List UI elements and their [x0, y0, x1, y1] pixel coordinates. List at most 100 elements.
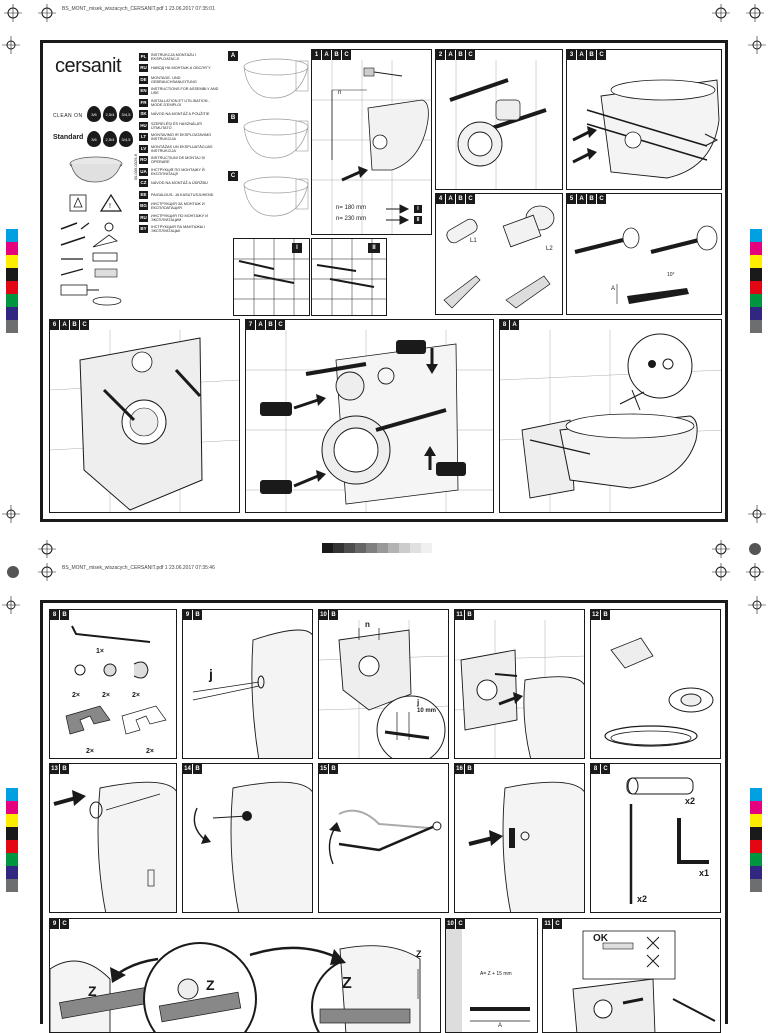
- step-4-illustration: [443, 205, 555, 309]
- crosshair-mark-icon: [2, 505, 20, 523]
- svg-text:!: !: [109, 203, 111, 210]
- water-drop-icon: 2,5/4: [103, 106, 117, 122]
- wc-bowl-thumbnail-icon: [69, 156, 123, 183]
- dim-n1-label: n= 180 mm: [336, 205, 367, 211]
- registration-mark-icon: [4, 4, 22, 22]
- step-10b-illustration: [319, 620, 448, 758]
- registration-mark-icon: [38, 540, 56, 558]
- step-10c-illustration: [446, 929, 530, 1032]
- flush-badges: 3/6 2,5/4 3/4,5: [87, 106, 133, 122]
- step-12b-illustration: [604, 637, 714, 747]
- crosshair-mark-icon: [2, 596, 20, 614]
- color-bar-right-1: [750, 229, 762, 333]
- color-bar-right-2: [750, 788, 762, 892]
- quantity-label: 2×: [72, 692, 80, 699]
- step-7-illustration: [246, 330, 493, 512]
- water-drop-icon: 2,5/4: [103, 131, 117, 147]
- registration-mark-icon: [712, 563, 730, 581]
- wall-tiles-icon: [234, 239, 309, 315]
- step-i-label: I: [292, 243, 302, 253]
- length-l1-label: L1: [470, 238, 477, 244]
- dim-10mm-label: 10 mm: [417, 708, 437, 714]
- step-15b-illustration: [328, 809, 442, 865]
- quantity-label: x2: [685, 796, 696, 806]
- wc-bowl-a-icon: [243, 58, 309, 99]
- brand-logo: cersanit: [55, 55, 122, 77]
- color-bar-left-1: [6, 229, 18, 333]
- quantity-label: 1×: [96, 648, 104, 655]
- document-code: 30-009-0029-6: [133, 154, 138, 181]
- flush-badges-standard: 3/6 2,5/4 3/4,5: [87, 131, 133, 147]
- registration-mark-icon: [38, 563, 56, 581]
- step-9c-illustration: [50, 942, 421, 1032]
- warning-icons: !: [69, 193, 123, 212]
- quantity-label: 2×: [102, 692, 110, 699]
- step-13b-illustration: [53, 781, 176, 912]
- dim-n2-label: n= 230 mm: [336, 216, 367, 222]
- length-l2-label: L2: [546, 246, 553, 252]
- wc-bowl-c-icon: [243, 176, 309, 217]
- registration-mark-icon: [746, 563, 764, 581]
- ref-ii-label: II: [414, 216, 422, 224]
- variant-a-label: A: [228, 51, 238, 61]
- ok-label: OK: [593, 933, 608, 944]
- registration-mark-icon: [749, 543, 761, 555]
- dim-j-label: j: [209, 666, 213, 682]
- variant-b-label: B: [228, 113, 238, 123]
- registration-mark-icon: [7, 566, 19, 578]
- quantity-label: 2×: [132, 692, 140, 699]
- step-1-illustration: [312, 60, 431, 234]
- step-ii-panel: II: [311, 238, 387, 316]
- formula-label: A= Z + 15 mm: [480, 971, 512, 977]
- water-drop-icon: 3/6: [87, 131, 101, 147]
- step-8c-illustration: [626, 777, 709, 904]
- dim-n-label: n: [365, 620, 370, 629]
- step-9b-illustration: [192, 629, 312, 758]
- dim-z-label: Z: [416, 949, 422, 959]
- print-header-1: BS_MONT_misek_wiszacych_CERSANIT.pdf 1 2…: [62, 6, 215, 12]
- variant-c-label: C: [228, 171, 238, 181]
- ref-i-label: I: [414, 205, 422, 213]
- arrow-right-icon: [386, 204, 410, 225]
- crosshair-mark-icon: [748, 505, 766, 523]
- quantity-label: x2: [637, 894, 648, 904]
- step-i-panel: I: [233, 238, 310, 316]
- step-3-illustration: [572, 79, 720, 179]
- color-bar-left-2: [6, 788, 18, 892]
- step-8a-illustration: [500, 330, 721, 512]
- registration-mark-icon: [712, 4, 730, 22]
- crosshair-mark-icon: [2, 36, 20, 54]
- gray-scale-strip: [322, 543, 432, 553]
- dim-z-label: Z: [342, 975, 352, 992]
- step-ii-label: II: [368, 243, 380, 253]
- step-2-illustration: [449, 60, 547, 189]
- step-11c-illustration: [572, 930, 716, 1032]
- standard-label: Standard: [53, 134, 84, 141]
- step-16b-illustration: [468, 781, 584, 912]
- dim-a-label: A: [611, 286, 616, 292]
- registration-mark-icon: [712, 540, 730, 558]
- dim-n-label: n: [338, 90, 342, 96]
